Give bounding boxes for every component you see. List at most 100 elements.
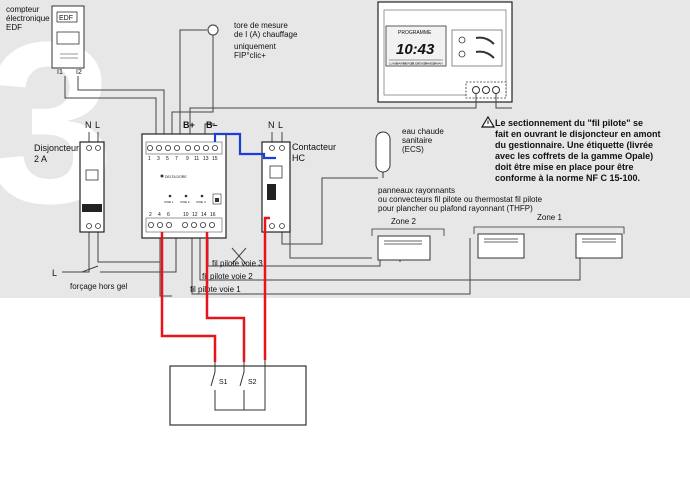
torus-label-line1: tore de mesure	[234, 21, 288, 30]
breaker-terminal-n: N	[85, 120, 92, 130]
zone1-label: Zone 1	[537, 213, 562, 222]
terminal-top-3: 3	[157, 156, 160, 162]
thermostat-day-5: VENDR	[417, 62, 428, 66]
panels-label-line3: pour plancher ou plafond rayonnant (THFP…	[378, 204, 533, 213]
thermostat-day-7: DIMAN	[433, 62, 443, 66]
terminal-top-11: 11	[194, 156, 199, 162]
terminal-top-7: 7	[175, 156, 178, 162]
manager-top-screws	[146, 144, 218, 151]
terminal-bottom-16: 16	[210, 212, 216, 218]
pilot-voie2-label: fil pilote voie 2	[202, 272, 253, 281]
water-heater: eau chaude sanitaire (ECS)	[375, 127, 444, 178]
thermostat-button-icon[interactable]	[458, 36, 466, 44]
thermostat-day-1: LUNDI	[389, 62, 398, 66]
switch-s2-label: S2	[248, 379, 257, 386]
meter-terminal-i1: I1	[57, 69, 63, 76]
terminal-bottom-2: 2	[149, 212, 152, 218]
channel-label-3: VOIE 3	[196, 200, 206, 204]
thermostat-day-2: MARDI	[396, 62, 406, 66]
zone2-label: Zone 2	[391, 217, 416, 226]
terminal-screw	[146, 144, 153, 151]
thermostat-device: PROGRAMME 10:43 LUNDI MARDI MERCR JEUDI …	[377, 1, 513, 103]
warning-note: Le sectionnement du "fil pilote" se fait…	[480, 115, 661, 183]
thermostat-screen	[385, 25, 447, 67]
channel-label-2: VOIE 2	[180, 200, 190, 204]
edf-meter: compteur électronique EDF EDF I1 I2	[6, 5, 85, 76]
forcing-switch-icon[interactable]	[81, 265, 99, 273]
terminal-top-5: 5	[166, 156, 169, 162]
panels-label-line1: panneaux rayonnants	[378, 186, 455, 195]
switch-s2-icon[interactable]	[239, 371, 245, 387]
thermostat-selector-icon[interactable]	[475, 36, 495, 45]
terminal-screw	[156, 221, 163, 228]
warning-line2: fait en ouvrant le disjoncteur en amont	[495, 129, 661, 139]
contactor-terminal-l: L	[278, 120, 283, 130]
switch-s1-icon[interactable]	[210, 371, 216, 387]
ecs-label-line3: (ECS)	[402, 145, 424, 154]
breaker-terminal-l: L	[95, 120, 100, 130]
channel-label-1: VOIE 1	[164, 200, 174, 204]
blue-wire	[213, 132, 276, 160]
zone-2: Zone 2	[371, 217, 445, 261]
warning-line3: du gestionnaire. Une étiquette (livrée	[495, 140, 653, 150]
bus-b-plus: B+	[183, 120, 195, 130]
torus-label-line4: FIP°clic+	[234, 51, 266, 60]
contactor-switch[interactable]	[267, 184, 276, 200]
red-wiring	[160, 216, 270, 362]
terminal-screw	[199, 221, 206, 228]
terminal-screw	[184, 144, 191, 151]
terminal-screw	[181, 221, 188, 228]
background-panel	[0, 0, 690, 298]
terminal-top-15: 15	[212, 156, 218, 162]
torus-label-line3: uniquement	[234, 42, 277, 51]
terminal-screw	[155, 144, 162, 151]
terminal-top-1: 1	[148, 156, 151, 162]
switch-s1-label: S1	[219, 379, 228, 386]
thermostat-button-icon[interactable]	[458, 50, 466, 58]
warning-line6: conforme à la norme NF C 15-100.	[495, 173, 640, 183]
meter-label-line2: électronique	[6, 14, 50, 23]
warning-line1: Le sectionnement du "fil pilote" se	[495, 118, 643, 128]
terminal-screw	[190, 221, 197, 228]
pilot-voie1-label: fil pilote voie 1	[190, 285, 241, 294]
meter-label-line3: EDF	[6, 23, 22, 32]
ecs-label-line1: eau chaude	[402, 127, 444, 136]
thermostat-day-4: JEUDI	[410, 62, 419, 66]
terminal-screw	[208, 221, 215, 228]
contactor-label-line1: Contacteur	[292, 142, 336, 152]
terminal-bottom-6: 6	[167, 212, 170, 218]
thermostat-header: PROGRAMME	[398, 30, 432, 36]
terminal-screw	[202, 144, 209, 151]
contactor-terminal-n: N	[268, 120, 275, 130]
terminal-screw	[173, 144, 180, 151]
zone-1: Zone 1	[473, 213, 625, 259]
terminal-top-13: 13	[203, 156, 209, 162]
zone1-heater-icon-1	[477, 233, 525, 259]
panels-label-line2: ou convecteurs fil pilote ou thermostat …	[378, 195, 543, 204]
terminal-screw	[147, 221, 154, 228]
pilot-voie3-label: fil pilote voie 3	[212, 259, 263, 268]
terminal-bottom-14: 14	[201, 212, 207, 218]
meter-label-line1: compteur	[6, 5, 40, 14]
zone2-heater-icon	[377, 235, 431, 261]
warning-line5: doit être mise en place pour être	[495, 162, 634, 172]
terminal-bottom-10: 10	[183, 212, 189, 218]
terminal-top-9: 9	[186, 156, 189, 162]
water-heater-icon	[375, 131, 391, 173]
switch-box: S1 S2	[169, 360, 307, 426]
bus-b-minus: B–	[206, 120, 218, 130]
meter-brand: EDF	[59, 15, 73, 22]
breaker-body	[79, 141, 105, 233]
breaker-handle[interactable]	[82, 204, 102, 212]
manager-bottom-screws	[147, 221, 215, 228]
circuit-breaker: Disjoncteur 2 A N L	[34, 120, 105, 233]
switch-box-body	[169, 365, 307, 426]
thermostat-selector-icon[interactable]	[475, 50, 495, 59]
forcing-terminal: L	[52, 268, 57, 278]
terminal-bottom-4: 4	[158, 212, 161, 218]
energy-manager: B+ B– 1 3 5 7 9 11 13 15 DELTA DORE VOIE…	[141, 120, 227, 239]
contactor-label-line2: HC	[292, 153, 305, 163]
thermostat-day-3: MERCR	[403, 62, 415, 66]
measurement-torus: tore de mesure de I (A) chauffage unique…	[207, 21, 298, 60]
